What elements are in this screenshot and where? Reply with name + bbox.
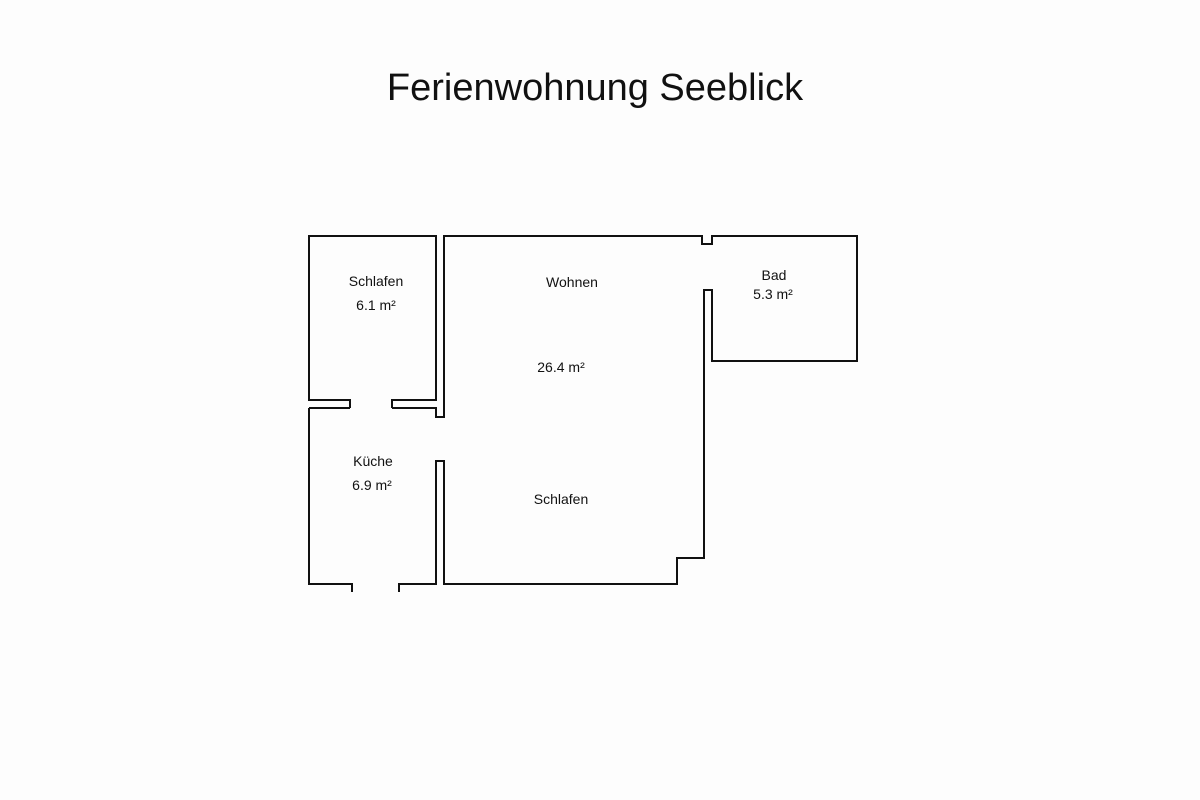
room-schlafen-small-area: 6.1 m² bbox=[356, 297, 396, 313]
wall-schlafen-small-outer bbox=[308, 235, 437, 408]
wall-kueche-left bbox=[308, 408, 353, 592]
room-wohnen-area: 26.4 m² bbox=[537, 359, 585, 375]
room-kueche-area: 6.9 m² bbox=[352, 477, 392, 493]
room-schlafen-small-name: Schlafen bbox=[349, 273, 403, 289]
wall-kueche bbox=[392, 235, 858, 592]
plan-title: Ferienwohnung Seeblick bbox=[387, 67, 804, 109]
room-bad-area: 5.3 m² bbox=[753, 286, 793, 302]
room-kueche-name: Küche bbox=[353, 453, 393, 469]
room-bad-name: Bad bbox=[762, 267, 787, 283]
room-schlafen-large-name: Schlafen bbox=[534, 491, 588, 507]
room-wohnen-name: Wohnen bbox=[546, 274, 598, 290]
